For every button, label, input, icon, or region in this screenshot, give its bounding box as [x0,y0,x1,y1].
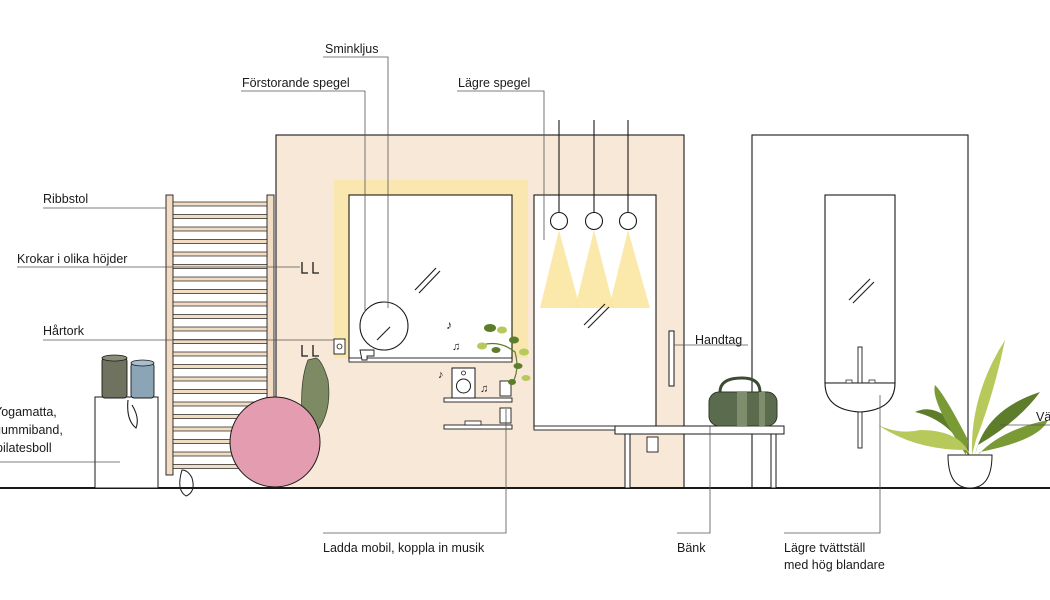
pendant-lamp-2 [584,211,604,231]
pendant-light-cone-3 [609,230,650,308]
pendant-lamp-1 [549,211,569,231]
wall-bar-rung [172,289,268,294]
wall-bar-rung [172,314,268,319]
wall-bar-rung [172,364,268,369]
floor-plant [878,340,1048,489]
mirror-shelf [348,357,513,363]
charging-socket [499,407,512,424]
bench [614,425,785,489]
wall-bar-rung [172,201,268,207]
door-threshold [533,425,625,431]
wall-bar-rung [172,389,268,394]
pendant-light-cone-1 [540,230,580,308]
wall-bar-rung [172,301,268,307]
pendant-light-cone-2 [575,230,614,308]
label-vagg: Vä [1036,410,1050,424]
label-yogamatta: Yogamatta, [0,405,57,419]
speaker-shelf [443,397,513,403]
washbasin-drain [857,411,863,449]
wall-bar-rung [172,351,268,357]
pendant-lamp-3 [618,211,638,231]
label-bank: Bänk [677,541,706,555]
hanging-plant [477,324,531,385]
storage-box [94,396,159,489]
label-lagre-tvattstall-2: med hög blandare [784,558,885,572]
label-gummiband: gummiband, [0,423,63,437]
hairdryer-icon [359,349,375,361]
label-ribbstol: Ribbstol [43,192,88,206]
wall-bar-rung [172,276,268,282]
hairdryer-socket [333,338,346,355]
music-note-icon-2: ♫ [452,341,460,353]
charging-shelf [443,424,513,430]
pilates-ball [229,396,321,488]
resistance-band [179,469,194,497]
speaker-socket [499,380,512,397]
lower-mirror [533,194,657,429]
wall-bar-rung [172,339,268,344]
wall-bar-rung [172,264,268,269]
music-note-icon: ♪ [446,318,452,332]
label-lagre-spegel: Lägre spegel [458,76,530,90]
wall-bar-rung [172,376,268,382]
gym-bag-icon [708,376,778,427]
label-lagre-tvattstall-1: Lägre tvättställ [784,541,865,555]
door-handle [668,330,675,387]
yoga-mat-blue [130,362,155,399]
phone-icon [464,420,482,426]
label-pilatesboll: pilatesboll [0,441,52,455]
bench-socket [646,436,659,453]
wall-bar-rung [172,239,268,244]
wall-bar-rung [172,214,268,219]
label-hartork: Hårtork [43,324,85,338]
label-krokar: Krokar i olika höjder [17,252,127,266]
music-note-icon-3: ♪ [438,369,444,381]
wall-bars [165,194,275,476]
wall-bar-rung [172,226,268,232]
label-ladda-mobil: Ladda mobil, koppla in musik [323,541,485,555]
wall-bar-rung [172,326,268,332]
yoga-mat-olive [101,357,128,399]
wall-bar-rung [172,251,268,257]
label-sminkljus: Sminkljus [325,42,379,56]
label-forstorande-spegel: Förstorande spegel [242,76,350,90]
label-handtag: Handtag [695,333,742,347]
music-note-icon-4: ♫ [480,383,488,395]
hooks-icon [301,262,319,357]
high-faucet [857,346,863,384]
magnifying-mirror [359,301,409,351]
